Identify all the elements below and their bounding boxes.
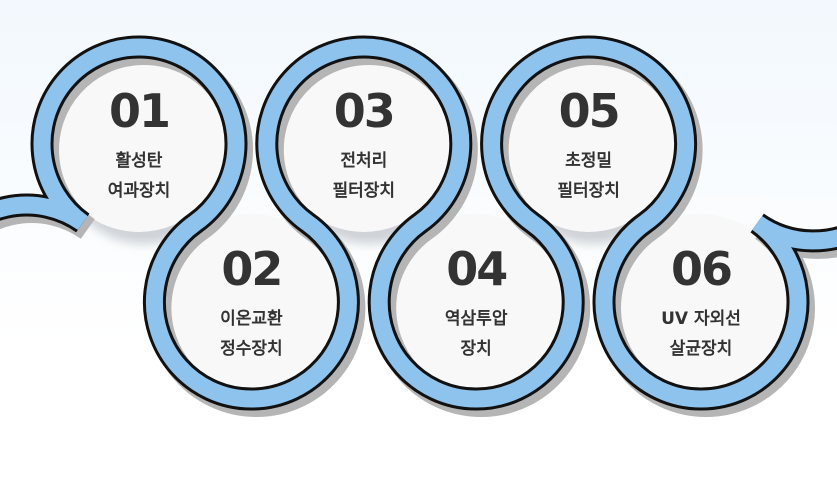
step-circle-03: [275, 56, 452, 232]
step-label: 역삼투압: [445, 308, 508, 329]
step-label: 활성탄: [116, 150, 163, 171]
step-label: 살균장치: [670, 339, 733, 359]
step-circle-02: [163, 214, 340, 390]
step-label: 정수장치: [220, 339, 283, 359]
step-number: 06: [671, 242, 731, 296]
step-circle-05: [500, 56, 677, 232]
step-number: 01: [109, 84, 169, 138]
step-circle-04: [388, 214, 565, 390]
step-circle-01: [51, 56, 227, 232]
step-label: 필터장치: [333, 181, 396, 201]
step-number: 03: [334, 84, 394, 138]
step-label: 초정밀: [565, 150, 612, 171]
step-label: UV 자외선: [661, 309, 741, 329]
step-label: 필터장치: [557, 181, 620, 201]
snake-band: [0, 38, 837, 408]
step-number: 02: [221, 242, 281, 296]
step-number: 04: [446, 242, 506, 296]
step-number: 05: [559, 84, 619, 138]
step-label: 여과장치: [108, 181, 171, 201]
step-label: 전처리: [340, 151, 387, 171]
step-circle-06: [613, 214, 789, 390]
step-label: 장치: [461, 339, 492, 359]
step-label: 이온교환: [220, 309, 283, 329]
